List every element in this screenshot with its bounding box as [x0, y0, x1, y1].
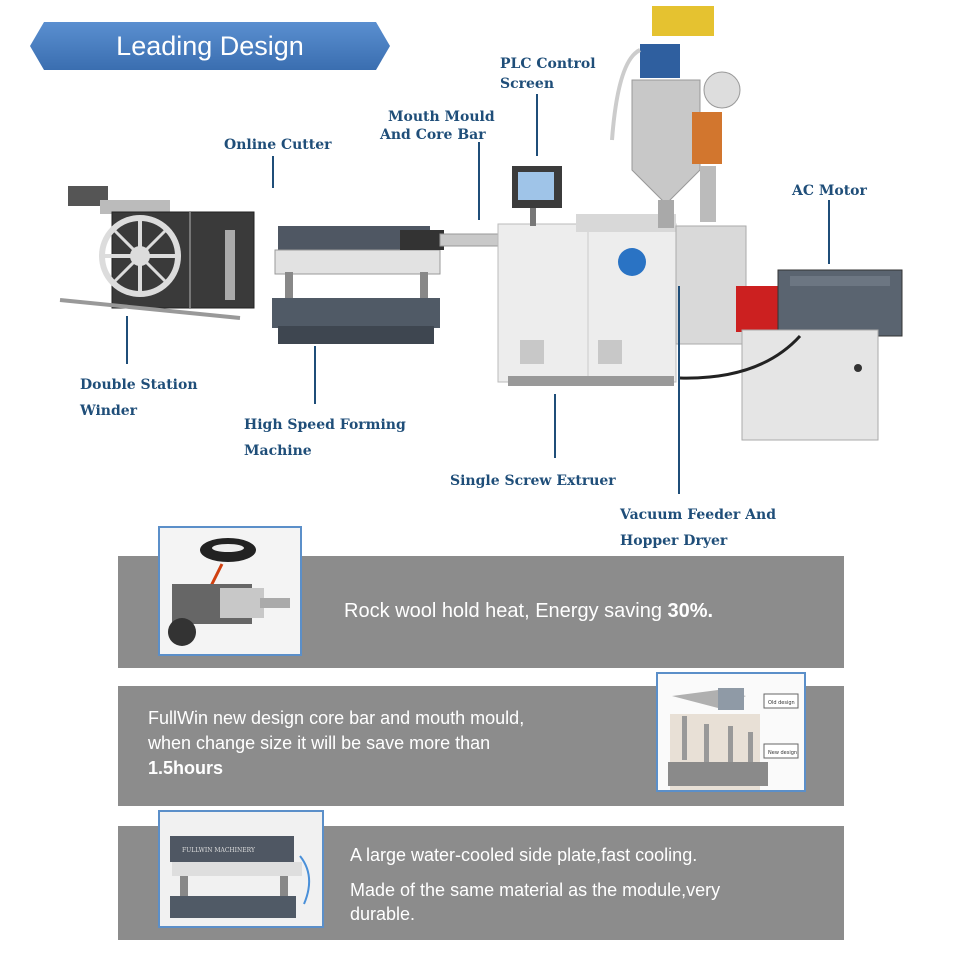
label-line: Double Station [80, 377, 198, 393]
page-title: Leading Design [116, 31, 304, 61]
feature-image-heater [158, 526, 302, 656]
banner-shape [30, 22, 390, 70]
label-double-station-winder: Double Station Winder [80, 372, 198, 424]
pipe [439, 233, 503, 247]
leader-vacuum [678, 286, 680, 494]
label-line: Mouth Mould [388, 109, 495, 125]
production-line-illustration [59, 6, 903, 441]
label-line: Screen [500, 76, 555, 92]
feature-text: FullWin new design core bar and mouth mo… [148, 706, 524, 781]
vacuum-feeder-hopper-dryer [610, 6, 741, 228]
feature-line: Made of the same material as the module,… [350, 880, 721, 900]
leader-plc [536, 94, 538, 156]
label-high-speed-forming-machine: High Speed Forming Machine [244, 412, 406, 464]
label-line: Winder [80, 403, 138, 419]
leader-cutter [272, 156, 274, 188]
label-mouth-mould: Mouth Mould And Core Bar [380, 108, 495, 144]
feature-image-core-bar: Old design New design [656, 672, 806, 792]
feature-line: A large water-cooled side plate,fast coo… [350, 845, 698, 865]
leader-motor [828, 200, 830, 264]
label-line: And Core Bar [380, 127, 486, 143]
feature-line: FullWin new design core bar and mouth mo… [148, 708, 525, 728]
leader-winder [126, 316, 128, 364]
heater-illustration [160, 528, 300, 654]
high-speed-forming-machine [272, 226, 444, 344]
leader-extruder [554, 394, 556, 458]
feature-highlight: 30%. [667, 600, 714, 622]
title-banner: Leading Design [30, 22, 390, 70]
leader-forming [314, 346, 316, 404]
feature-highlight: 1.5hours [148, 758, 224, 778]
forming-machine-illustration: FULLWIN MACHINERY [160, 812, 322, 926]
new-design-tag: New design [768, 750, 797, 756]
brand-text: FULLWIN MACHINERY [182, 847, 256, 854]
feature-text: Rock wool hold heat, Energy saving 30%. [344, 600, 713, 623]
feature-line: when change size it will be save more th… [148, 733, 491, 753]
label-line: PLC Control [500, 56, 596, 72]
label-line: Machine [244, 443, 312, 459]
feature-image-forming-machine: FULLWIN MACHINERY [158, 810, 324, 928]
feature-text-body: Rock wool hold heat, Energy saving [344, 600, 668, 622]
label-line: Vacuum Feeder And [620, 507, 776, 523]
single-screw-extruder [497, 166, 677, 386]
label-plc-control-screen: PLC Control Screen [500, 54, 596, 94]
label-line: High Speed Forming [244, 417, 406, 433]
label-vacuum-feeder: Vacuum Feeder And Hopper Dryer [620, 502, 776, 554]
old-design-tag: Old design [768, 700, 795, 706]
feature-text: A large water-cooled side plate,fast coo… [350, 844, 720, 926]
leader-mouth [478, 142, 480, 220]
ac-motor [675, 225, 903, 441]
label-online-cutter: Online Cutter [224, 137, 332, 153]
double-station-winder [59, 186, 255, 320]
core-bar-illustration: Old design New design [658, 674, 804, 790]
label-single-screw-extruder: Single Screw Extruer [450, 473, 616, 489]
label-ac-motor: AC Motor [792, 183, 867, 199]
feature-line: durable. [350, 904, 416, 924]
label-line: Hopper Dryer [620, 533, 728, 549]
